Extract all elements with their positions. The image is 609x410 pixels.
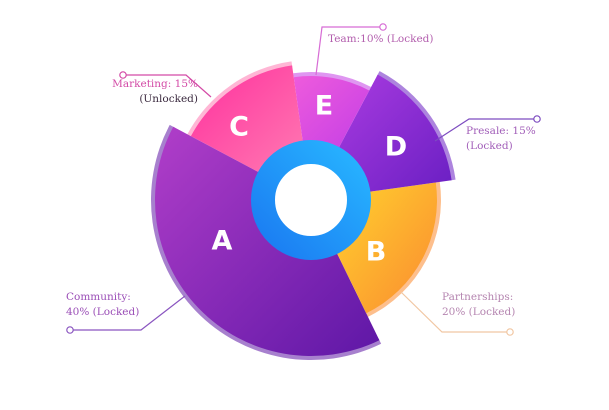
annotations: Community: 40% (Locked) Partnerships: 20% (… — [66, 23, 541, 336]
center-ring-band — [251, 140, 371, 260]
donut-segments — [155, 65, 452, 357]
segment-team — [293, 76, 370, 149]
label-presale-line-2: (Locked) — [466, 140, 513, 152]
center-hole — [276, 165, 346, 235]
leader-line-community — [70, 295, 186, 331]
segment-community — [155, 126, 380, 357]
segment-presale — [338, 74, 452, 192]
label-community-line-2: 40% (Locked) — [66, 306, 139, 318]
leader-line-team — [315, 26, 383, 76]
label-partnerships-line-1: Partnerships: — [442, 291, 513, 303]
leader-dot-partnerships — [506, 328, 514, 336]
segment-marketing — [190, 65, 303, 173]
leader-dot-marketing — [119, 71, 127, 79]
leader-line-partnerships — [400, 291, 510, 333]
segment-letter-d: D — [385, 132, 407, 163]
segment-letter-c: C — [229, 112, 249, 143]
segment-letter-e: E — [315, 91, 333, 122]
segment-letter-a: A — [212, 226, 233, 257]
leader-line-marketing — [123, 74, 212, 98]
segment-letter-b: B — [366, 237, 387, 268]
leader-dot-team — [379, 23, 387, 31]
label-community-line-1: Community: — [66, 291, 131, 303]
leader-dot-community — [66, 326, 74, 334]
leader-dot-presale — [533, 115, 541, 123]
segment-letters: A B C D E — [212, 91, 408, 268]
label-team-line-1: Team:10% (Locked) — [328, 33, 434, 45]
label-partnerships-line-2: 20% (Locked) — [442, 306, 515, 318]
label-marketing-line-1: Marketing: 15% — [112, 78, 198, 90]
label-marketing-line-2: (Unlocked) — [139, 93, 198, 105]
segment-partnerships — [336, 182, 437, 314]
label-presale-line-1: Presale: 15% — [466, 125, 536, 137]
leader-line-presale — [434, 118, 537, 142]
center-ring — [251, 140, 371, 260]
